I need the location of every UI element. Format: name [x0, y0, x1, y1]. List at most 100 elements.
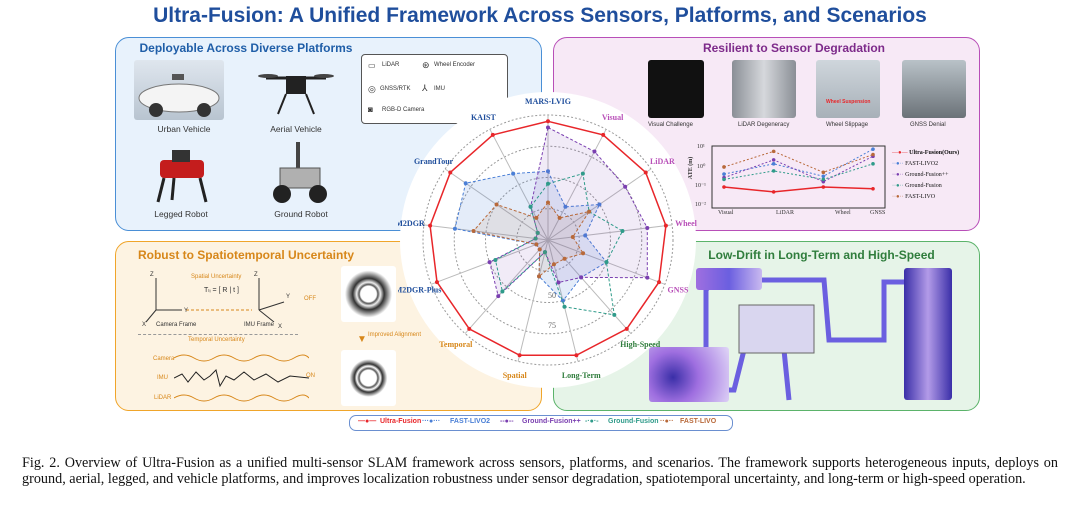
ate-legend-label: Ground-Fusion++: [905, 172, 949, 178]
footer-legend-item-4: FAST-LIVO: [680, 418, 717, 425]
radar-point: [604, 260, 609, 265]
radar-point: [563, 204, 568, 209]
wheel-encoder-icon: ⊛: [422, 60, 430, 70]
off-label: OFF: [304, 296, 316, 302]
ring-label-50: 50: [548, 291, 556, 300]
radar-spoke: [547, 224, 673, 241]
radar-point: [434, 280, 439, 285]
radar-point: [463, 181, 468, 186]
radar-point: [556, 280, 561, 285]
radar-series: [429, 120, 667, 357]
lidar-degeneracy-image: [732, 60, 796, 118]
radar-axis-label: Temporal: [439, 340, 473, 349]
ate-legend-marker: ··●··: [892, 183, 906, 189]
radar-axis-label: Visual: [602, 113, 624, 122]
radar-point: [623, 184, 628, 189]
visual-challenge-image: [648, 60, 704, 118]
camera-frame-label: Camera Frame: [156, 322, 197, 328]
radar-axis-label: High-Speed: [620, 340, 661, 349]
lidar-icon: ▭: [368, 61, 376, 70]
imu-axis-y: Y: [286, 294, 291, 300]
footer-legend: —●— Ultra-Fusion ···●··· FAST-LIVO2 --●-…: [349, 415, 733, 431]
ate-point: [722, 177, 726, 182]
stream-imu: IMU: [157, 375, 168, 381]
gnss-icon: ◎: [368, 84, 376, 94]
radar-axis-label: MARS-LVIG: [525, 97, 571, 106]
ate-point: [771, 190, 776, 194]
radar-series: [454, 170, 608, 302]
improved-alignment-label: Improved Alignment: [368, 332, 422, 338]
temporal-signals: [174, 354, 309, 402]
sensor-wheel-encoder: Wheel Encoder: [434, 62, 476, 68]
radar-ring: [485, 177, 611, 303]
aerial-vehicle-image: [256, 58, 336, 120]
ate-xtick-2: Wheel: [835, 210, 851, 216]
platform-label-urban: Urban Vehicle: [157, 124, 211, 134]
ate-ytick-0: 10¹: [697, 144, 705, 150]
radar-point: [643, 170, 648, 175]
radar-point: [493, 257, 498, 262]
ground-robot-image: [266, 138, 336, 206]
ate-series-line: [723, 163, 874, 180]
radar-point: [471, 228, 476, 233]
radar-point: [657, 280, 662, 285]
longterm-title: Low-Drift in Long-Term and High-Speed: [708, 248, 935, 262]
radar-point: [500, 289, 505, 294]
radar-axis-label: M2DGR: [398, 219, 425, 228]
ring-label-75: 75: [548, 321, 556, 330]
radar-spoke: [547, 129, 607, 241]
spatiotemporal-title: Robust to Spatiotemporal Uncertainty: [137, 248, 355, 262]
footer-legend-item-2: Ground-Fusion++: [522, 418, 581, 425]
tunnel-image: [649, 347, 729, 402]
frames-diagram: [145, 278, 285, 323]
radar-point: [537, 247, 542, 252]
imu-icon: ⅄: [422, 83, 428, 93]
ate-point: [871, 186, 875, 191]
sensor-rgbd: RGB-D Camera: [382, 107, 425, 113]
arrow-down-icon: ▼: [357, 334, 367, 345]
urban-vehicle-image: [134, 60, 224, 120]
radar-point: [546, 200, 550, 205]
gnss-denial-image: [902, 60, 966, 118]
radar-axis-label: Long-Term: [562, 371, 601, 380]
radar-axis-label: LiDAR: [650, 157, 675, 166]
ate-legend-marker: ··●··: [892, 172, 906, 178]
radar-point: [511, 171, 516, 176]
ate-point: [771, 162, 776, 166]
ate-chart: [711, 145, 886, 209]
ate-legend-label: Ground-Fusion: [905, 183, 942, 189]
map-off-image: [341, 266, 396, 322]
imu-axis-z: Z: [254, 272, 258, 278]
radar-point: [560, 298, 565, 303]
radar-point: [663, 223, 668, 228]
radar-spoke: [489, 129, 549, 241]
on-label: ON: [306, 373, 315, 379]
radar-point: [581, 251, 586, 256]
radar-point: [570, 234, 575, 239]
dashed-divider: [138, 334, 298, 335]
radar-axis-label: KAIST: [471, 113, 497, 122]
radar-axis-label: GNSS: [668, 285, 689, 294]
radar-axis-label: M2DGR-Plus: [398, 285, 441, 294]
ate-point: [771, 169, 776, 173]
radar-axis-label: GrandTour: [414, 157, 454, 166]
highway-image: [696, 268, 762, 290]
ate-point: [771, 158, 776, 162]
footer-legend-marker-3: -·●·-: [585, 418, 599, 425]
corridor-image: [904, 268, 952, 400]
figure-title: Ultra-Fusion: A Unified Framework Across…: [153, 4, 927, 27]
spatial-uncertainty-label: Spatial Uncertainty: [191, 274, 242, 280]
ate-legend-label: FAST-LIVO2: [905, 161, 939, 167]
radar-point: [597, 202, 602, 207]
footer-legend-marker-0: —●—: [358, 418, 377, 425]
radar-point: [562, 256, 567, 261]
radar-axis-label: Wheel: [675, 219, 698, 228]
ate-point: [821, 170, 826, 175]
radar-axis-label: Spatial: [503, 371, 528, 380]
ate-xtick-3: GNSS: [870, 210, 886, 216]
radar-point: [490, 132, 495, 137]
ate-legend-marker: —●—: [892, 150, 910, 156]
ate-point: [871, 147, 875, 151]
radar-point: [562, 304, 567, 309]
